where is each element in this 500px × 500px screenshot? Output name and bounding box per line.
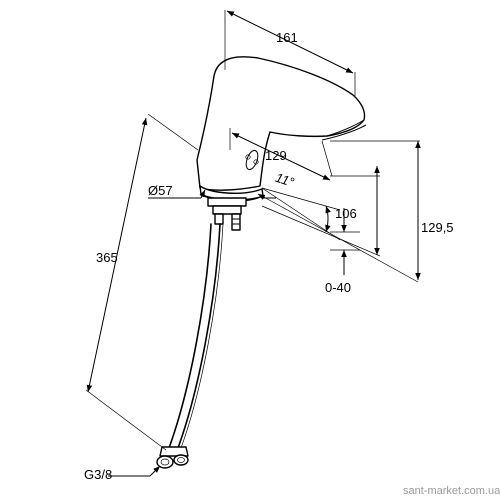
- watermark-text: sant-market.com.ua: [403, 485, 500, 497]
- dimension-body-diameter: Ø57: [148, 183, 276, 200]
- dim-365-label: 365: [96, 250, 118, 265]
- dimension-vertical-heights: 106 129,5 0-40: [261, 140, 454, 295]
- dimension-angle: 11°: [261, 170, 341, 241]
- dim-diameter-label: Ø57: [148, 183, 173, 198]
- dim-0-40-label: 0-40: [325, 280, 351, 295]
- dimension-thread: G3/8: [84, 465, 161, 482]
- dimension-spout-length: 161: [224, 10, 356, 96]
- dim-161-label: 161: [276, 30, 298, 45]
- dim-angle-label: 11°: [274, 170, 296, 190]
- dim-106-label: 106: [335, 206, 357, 221]
- supply-hoses: [168, 223, 224, 449]
- dim-129-5-label: 129,5: [421, 220, 454, 235]
- dim-129-label: 129: [265, 148, 287, 163]
- hose-connector: [156, 446, 189, 469]
- dim-thread-label: G3/8: [84, 467, 112, 482]
- mounting-stud: [207, 197, 247, 231]
- dimension-hose-length: 365: [85, 113, 199, 451]
- dimension-spout-reach: 129: [229, 128, 333, 181]
